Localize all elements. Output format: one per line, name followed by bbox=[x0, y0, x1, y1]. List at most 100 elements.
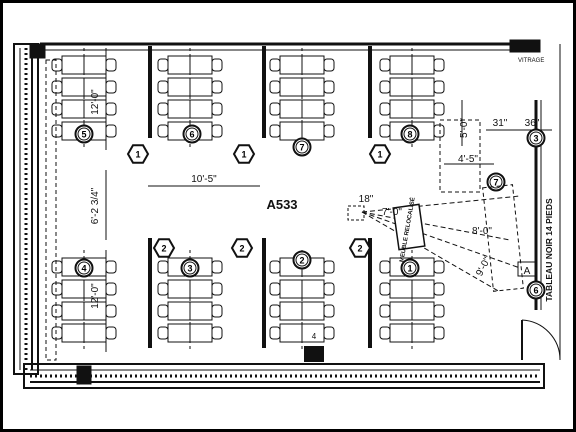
svg-text:1: 1 bbox=[241, 150, 246, 160]
chair bbox=[379, 124, 391, 138]
chair bbox=[269, 58, 281, 72]
chair bbox=[51, 124, 63, 138]
svg-text:6: 6 bbox=[533, 286, 538, 296]
chair bbox=[269, 326, 281, 340]
svg-text:2: 2 bbox=[357, 244, 362, 254]
chair bbox=[379, 260, 391, 274]
svg-text:7: 7 bbox=[299, 143, 304, 153]
chair bbox=[323, 124, 335, 138]
svg-text:1: 1 bbox=[377, 150, 382, 160]
hex-tag: 1 bbox=[368, 144, 392, 164]
chair bbox=[211, 80, 223, 94]
desk-cluster bbox=[269, 48, 335, 150]
svg-text:6: 6 bbox=[189, 130, 194, 140]
projection-lines bbox=[361, 195, 521, 293]
circle-tag: 3 bbox=[180, 258, 200, 278]
circle-tag: 7 bbox=[486, 172, 506, 192]
hex-tag: 2 bbox=[348, 238, 372, 258]
circle-tag: 4 bbox=[74, 258, 94, 278]
hex-tag: 1 bbox=[232, 144, 256, 164]
chair bbox=[269, 304, 281, 318]
outlet-label: 4 bbox=[312, 332, 317, 341]
dim-cluster-depth-bottom: 12'-0" bbox=[90, 283, 101, 309]
chair bbox=[379, 58, 391, 72]
chair bbox=[379, 326, 391, 340]
circle-tag: 6 bbox=[526, 280, 546, 300]
chair bbox=[211, 304, 223, 318]
partition-top bbox=[262, 46, 266, 138]
chair bbox=[211, 102, 223, 116]
svg-text:2: 2 bbox=[299, 256, 304, 266]
svg-text:5: 5 bbox=[81, 130, 86, 140]
projector bbox=[347, 205, 365, 221]
chair bbox=[379, 80, 391, 94]
chair bbox=[433, 80, 445, 94]
chair bbox=[51, 58, 63, 72]
chair bbox=[51, 260, 63, 274]
svg-text:7: 7 bbox=[493, 178, 498, 188]
circle-tag: 6 bbox=[182, 124, 202, 144]
chair bbox=[323, 58, 335, 72]
dim-cluster-depth-top: 12'-0" bbox=[90, 89, 101, 115]
dim-aisle-length: 10'-5" bbox=[191, 174, 217, 185]
partition-bottom bbox=[148, 238, 152, 348]
desk-cluster bbox=[157, 250, 223, 352]
chair bbox=[157, 304, 169, 318]
chair bbox=[157, 102, 169, 116]
chair bbox=[433, 124, 445, 138]
detail-marker bbox=[517, 261, 537, 277]
tag-layer: 5 6 7 8 4 3 2 1 3 7 6 1 1 1 2 2 2 bbox=[74, 124, 546, 300]
chair bbox=[323, 304, 335, 318]
svg-text:1: 1 bbox=[135, 150, 140, 160]
circle-tag: 8 bbox=[400, 124, 420, 144]
chair bbox=[323, 282, 335, 296]
chair bbox=[323, 326, 335, 340]
chair bbox=[157, 58, 169, 72]
chair bbox=[269, 124, 281, 138]
svg-text:1: 1 bbox=[407, 264, 412, 274]
circle-tag: 7 bbox=[292, 137, 312, 157]
chair bbox=[379, 304, 391, 318]
chair bbox=[51, 102, 63, 116]
chair bbox=[157, 282, 169, 296]
svg-text:3: 3 bbox=[187, 264, 192, 274]
hex-tag: 2 bbox=[230, 238, 254, 258]
chair bbox=[433, 326, 445, 340]
dim-right-vertical: 5'-0" bbox=[459, 118, 470, 138]
svg-text:8: 8 bbox=[407, 130, 412, 140]
chair bbox=[269, 260, 281, 274]
chair bbox=[51, 282, 63, 296]
hex-tag: 2 bbox=[152, 238, 176, 258]
svg-text:3: 3 bbox=[533, 134, 538, 144]
detail-label: A bbox=[524, 266, 531, 277]
cabinet-box bbox=[392, 203, 426, 251]
partition-bottom bbox=[368, 238, 372, 348]
counter-left bbox=[45, 59, 57, 361]
circle-tag: 1 bbox=[400, 258, 420, 278]
chair bbox=[323, 260, 335, 274]
desk-cluster bbox=[269, 250, 335, 352]
svg-text:2: 2 bbox=[239, 244, 244, 254]
chair bbox=[157, 124, 169, 138]
partition-top bbox=[148, 46, 152, 138]
chair bbox=[51, 304, 63, 318]
floor-outlet bbox=[304, 346, 324, 362]
chair bbox=[379, 282, 391, 296]
dim-proj-7: 7'-0" bbox=[382, 207, 402, 218]
room-number: A533 bbox=[266, 197, 297, 212]
chair bbox=[433, 282, 445, 296]
svg-text:4: 4 bbox=[81, 264, 86, 274]
circle-tag: 2 bbox=[292, 250, 312, 270]
chair bbox=[51, 326, 63, 340]
partition-layer bbox=[45, 46, 372, 362]
chair bbox=[323, 80, 335, 94]
hex-tag: 1 bbox=[126, 144, 150, 164]
chair bbox=[433, 58, 445, 72]
chair bbox=[211, 260, 223, 274]
chair bbox=[269, 80, 281, 94]
exterior-walls bbox=[13, 39, 561, 389]
dimension-lines bbox=[105, 48, 552, 352]
chair bbox=[433, 304, 445, 318]
chair bbox=[211, 282, 223, 296]
